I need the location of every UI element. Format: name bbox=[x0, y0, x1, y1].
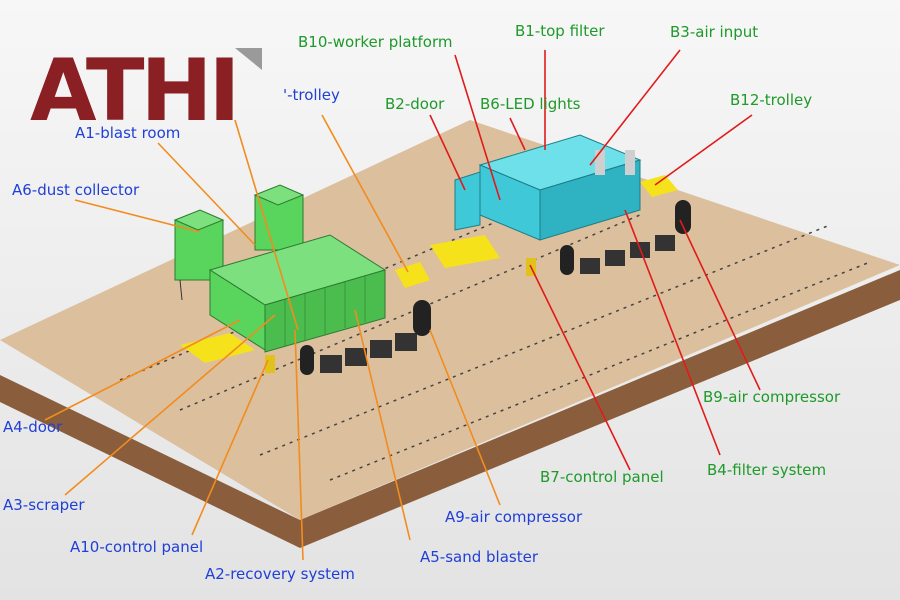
arrow-a2b bbox=[234, 119, 299, 331]
label-b9-air-compressor: B9-air compressor bbox=[703, 388, 841, 406]
arrows-a bbox=[44, 114, 501, 561]
label-b1-top-filter: B1-top filter bbox=[515, 22, 605, 40]
arrow-a5 bbox=[354, 309, 411, 541]
label-a6-dust-collector: A6-dust collector bbox=[12, 181, 140, 199]
arrow-a-trolley bbox=[321, 114, 409, 273]
arrow-a1 bbox=[157, 142, 256, 246]
dust-collector bbox=[173, 184, 305, 301]
arrow-a6 bbox=[74, 199, 201, 233]
arrow-a4 bbox=[44, 319, 241, 421]
label-b6-led-lights: B6-LED lights bbox=[480, 95, 581, 113]
label-a10-control-panel: A10-control panel bbox=[70, 538, 204, 556]
label-b12-trolley: B12-trolley bbox=[730, 91, 813, 109]
label-a2-recovery-system: A2-recovery system bbox=[205, 565, 355, 583]
label-a3-scraper: A3-scraper bbox=[3, 496, 85, 514]
arrow-b6 bbox=[509, 117, 526, 151]
arrow-b2 bbox=[429, 114, 466, 191]
arrow-b4 bbox=[624, 209, 721, 456]
label-a5-sand-blaster: A5-sand blaster bbox=[420, 548, 538, 566]
yellow-pad bbox=[395, 262, 430, 288]
arrow-b7 bbox=[529, 264, 631, 471]
label-a1-blast-room: A1-blast room bbox=[75, 124, 181, 142]
arrow-b10 bbox=[454, 54, 501, 201]
athi-logo: ATHI bbox=[30, 41, 262, 130]
yellow-pad bbox=[640, 175, 678, 197]
equipment-a bbox=[265, 300, 431, 375]
label-b10-worker-platform: B10-worker platform bbox=[298, 33, 453, 51]
arrow-b9 bbox=[679, 219, 761, 391]
arrow-a9 bbox=[429, 329, 501, 506]
svg-text:ATHI: ATHI bbox=[30, 41, 237, 130]
arrow-b3 bbox=[589, 49, 681, 166]
blast-room-b bbox=[454, 134, 642, 241]
rail-track bbox=[329, 261, 871, 481]
label-b7-control-panel: B7-control panel bbox=[540, 468, 664, 486]
arrows-b bbox=[429, 49, 761, 471]
label-a9-air-compressor: A9-air compressor bbox=[445, 508, 583, 526]
yellow-pad bbox=[430, 235, 500, 268]
label-a4-door: A4-door bbox=[3, 418, 63, 436]
label-b3-air-input: B3-air input bbox=[670, 23, 759, 41]
label-b2-door: B2-door bbox=[385, 95, 445, 113]
rail-track bbox=[259, 224, 831, 456]
label-b4-filter-system: B4-filter system bbox=[707, 461, 827, 479]
arrow-a2 bbox=[294, 329, 304, 561]
arrow-a10 bbox=[191, 359, 269, 536]
arrow-a3 bbox=[64, 314, 276, 496]
arrow-b12 bbox=[654, 114, 753, 186]
label-a-trolley: '-trolley bbox=[283, 86, 340, 104]
